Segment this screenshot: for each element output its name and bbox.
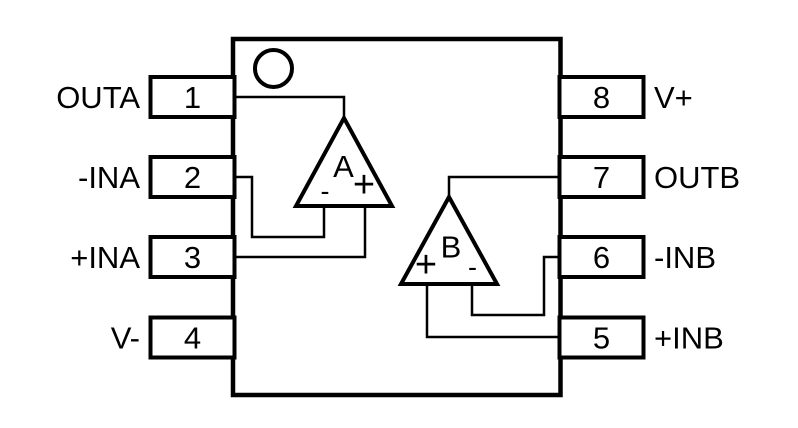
pin-number-3: 3 <box>184 240 201 275</box>
opamp-a-noninverting-sign: + <box>353 164 375 206</box>
pin-box-6 <box>557 235 646 279</box>
pin-number-8: 8 <box>593 80 610 115</box>
ic-body <box>230 36 563 398</box>
opamp-b-inverting-sign: - <box>468 252 477 282</box>
pin-number-7: 7 <box>593 160 610 195</box>
pin-number-6: 6 <box>593 240 610 275</box>
pin-box-1 <box>148 75 237 119</box>
pin-label-minus-inb: -INB <box>654 240 716 275</box>
wire-opamp-b-noninverting-input <box>425 282 559 339</box>
wire-opamp-a-inverting-input <box>234 175 326 239</box>
pin-box-2 <box>148 155 237 199</box>
pin-number-1: 1 <box>184 80 201 115</box>
wire-opamp-a-output <box>234 95 346 121</box>
opamp-b-noninverting-sign: + <box>415 244 437 286</box>
pin-label-outb: OUTB <box>654 160 740 195</box>
opamp-a-inverting-sign: - <box>321 176 330 206</box>
opamp-a-label: A <box>333 149 354 184</box>
wire-opamp-b-inverting-input <box>470 255 559 317</box>
pin1-marker-icon <box>253 48 294 89</box>
wire-opamp-a-noninverting-input <box>234 208 367 259</box>
pin-label-plus-inb: +INB <box>654 321 724 356</box>
pin-number-5: 5 <box>593 321 610 356</box>
pin-box-7 <box>557 155 646 199</box>
pin-box-8 <box>557 75 646 119</box>
pin-box-4 <box>148 315 237 360</box>
pin-number-2: 2 <box>184 160 201 195</box>
opamp-b-symbol <box>397 192 501 286</box>
wire-opamp-b-output <box>447 175 559 200</box>
opamp-b-label: B <box>441 230 462 265</box>
pin-box-5 <box>557 315 646 360</box>
pin-label-v-minus: V- <box>111 321 140 356</box>
pin-label-plus-ina: +INA <box>70 240 140 275</box>
pin-number-4: 4 <box>184 321 201 356</box>
opamp-a-symbol <box>292 113 396 208</box>
pin-box-3 <box>148 235 237 279</box>
pin-label-outa: OUTA <box>56 80 140 115</box>
pin-label-v-plus: V+ <box>654 80 693 115</box>
pin-label-minus-ina: -INA <box>78 160 140 195</box>
